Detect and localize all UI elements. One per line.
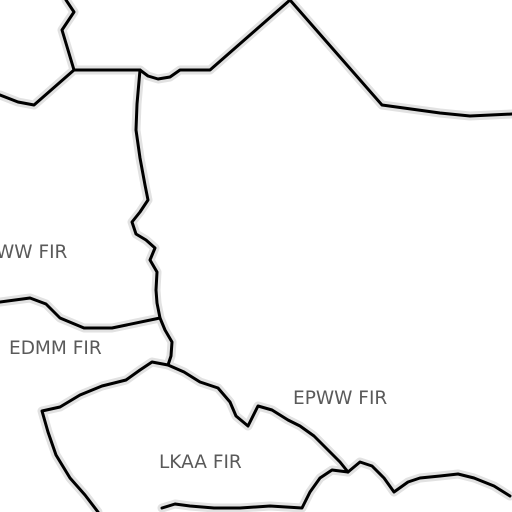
border-west-segment: [0, 68, 76, 107]
border-south-east: [346, 460, 512, 498]
fir-labels: WW FIR EDMM FIR EPWW FIR LKAA FIR: [0, 242, 387, 473]
border-lkaa-west: [40, 360, 170, 512]
border-lkaa-south: [160, 468, 350, 510]
border-north-west: [60, 0, 76, 72]
label-epww-east: EPWW FIR: [293, 388, 387, 409]
label-lkaa: LKAA FIR: [159, 452, 242, 473]
border-edmm-epww: [130, 68, 174, 367]
border-edmm-north: [0, 296, 162, 330]
label-edmm: EDMM FIR: [9, 338, 102, 359]
border-lkaa-epww: [166, 363, 350, 474]
label-epww-west: WW FIR: [0, 242, 68, 263]
border-north-east: [288, 0, 512, 118]
